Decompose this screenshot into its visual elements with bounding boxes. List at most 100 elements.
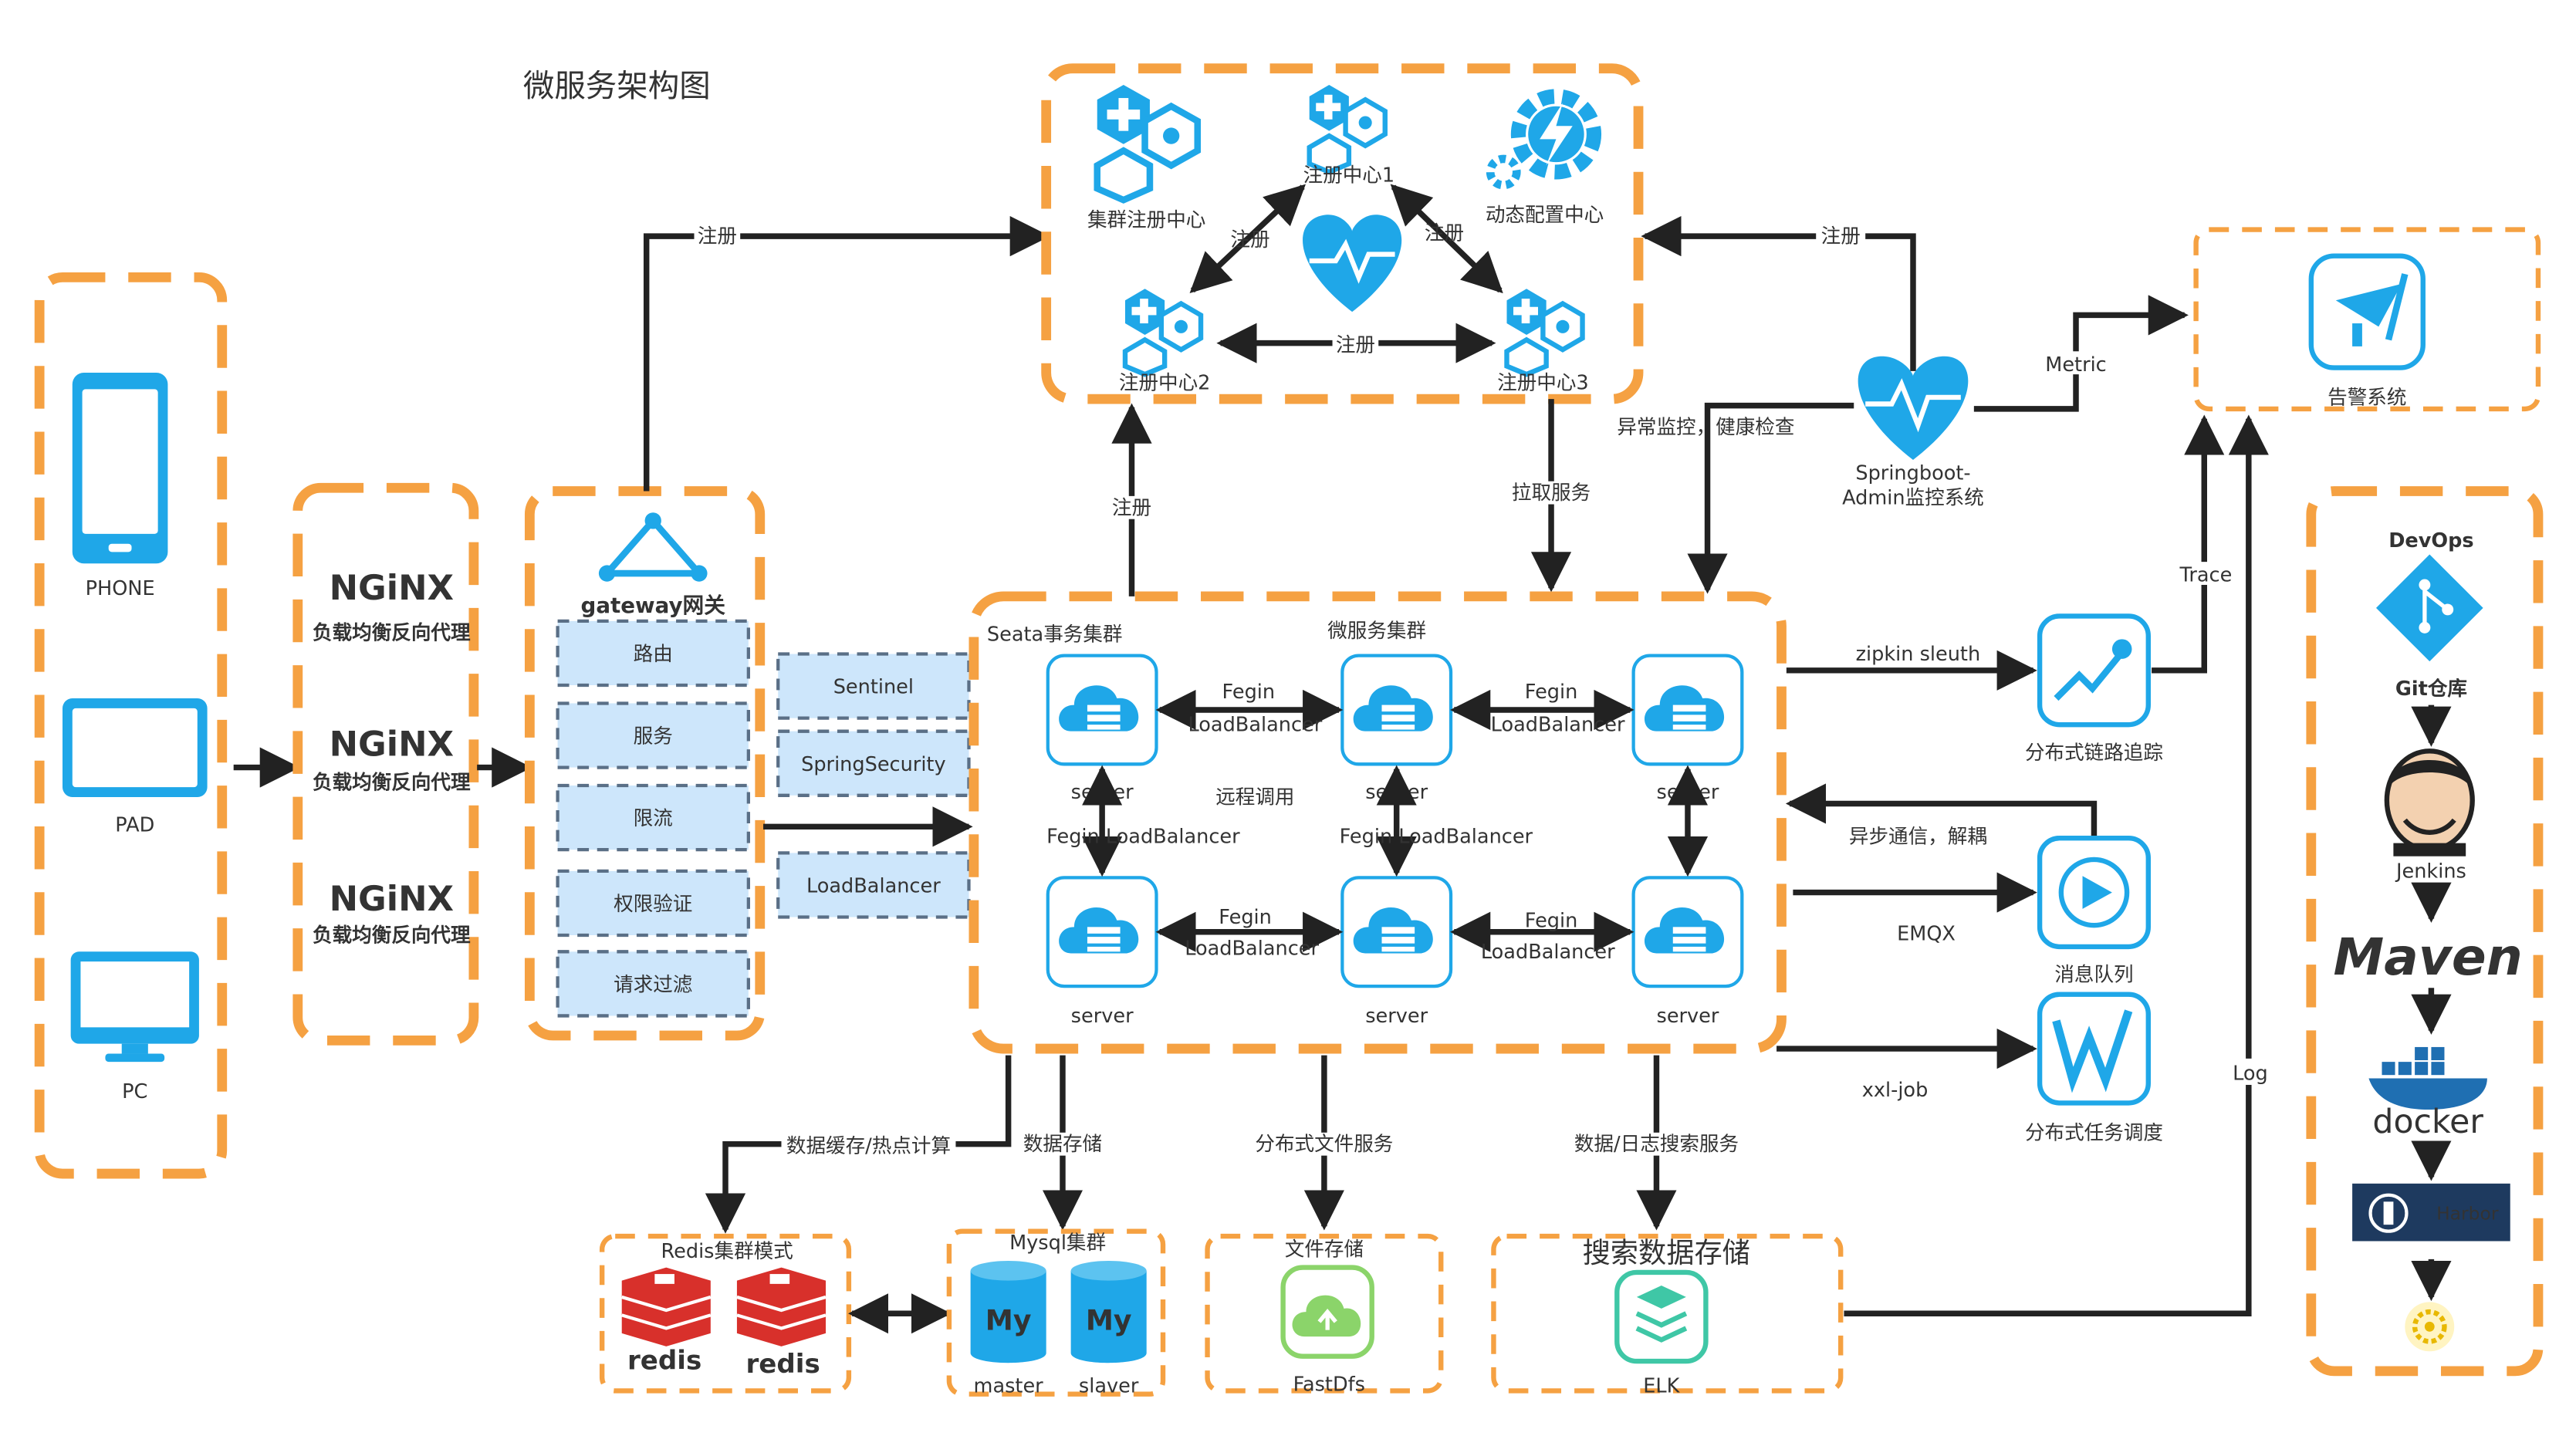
- nginx-logo-2: NGiNX: [330, 724, 454, 765]
- alert-container: [2193, 227, 2541, 412]
- message-queue-icon: [2037, 836, 2151, 950]
- server-label: server: [1657, 1005, 1719, 1028]
- client-pad-label: PAD: [115, 814, 154, 837]
- label-register-2-3: 注册: [1336, 333, 1375, 356]
- label-cache: 数据缓存/热点计算: [786, 1134, 951, 1157]
- client-phone-label: PHONE: [86, 577, 155, 600]
- cluster-label: 微服务集群: [1327, 620, 1426, 643]
- edge-log: [1844, 414, 2269, 1316]
- edge-trace: [2152, 414, 2225, 674]
- elk-icon: [1614, 1269, 1709, 1364]
- mysql-container: [946, 1228, 1166, 1397]
- middleware-security: SpringSecurity: [801, 753, 945, 776]
- docker-icon: [2368, 1046, 2487, 1110]
- devops-title: DevOps: [2388, 529, 2473, 552]
- label-file-service: 分布式文件服务: [1255, 1133, 1393, 1156]
- registry-center1-icon: [1307, 84, 1388, 175]
- server-label: server: [1071, 1005, 1134, 1028]
- edge-admin-register: [1641, 215, 1916, 371]
- fastdfs-label: FastDfs: [1293, 1373, 1365, 1396]
- middleware-security-box: [776, 729, 971, 797]
- admin-label-line1: Springboot-: [1855, 462, 1970, 485]
- redis-label-2: redis: [745, 1349, 820, 1380]
- mysql-slaver-label: slaver: [1079, 1375, 1139, 1398]
- label-loadbalancer: LoadBalancer: [1188, 714, 1322, 737]
- nginx-logo-3: NGiNX: [330, 878, 454, 919]
- label-trace: Trace: [2179, 564, 2232, 587]
- redis-title: Redis集群模式: [661, 1240, 793, 1263]
- job-scheduler-icon: [2037, 992, 2151, 1106]
- tracing-label: 分布式链路追踪: [2025, 742, 2163, 765]
- edge-center1-center3: [1390, 184, 1503, 294]
- label-search-service: 数据/日志搜索服务: [1574, 1133, 1739, 1156]
- label-fegin: Fegin: [1222, 681, 1276, 704]
- label-emqx: EMQX: [1897, 922, 1956, 945]
- gateway-item-service: 服务: [634, 725, 673, 748]
- registry-center3-label: 注册中心3: [1497, 371, 1589, 394]
- client-pc-label: PC: [122, 1080, 147, 1103]
- server-icon: [1340, 654, 1453, 766]
- label-fegin-lb: Fegin LoadBalancer: [1340, 826, 1533, 849]
- nginx-container: [292, 482, 479, 1046]
- label-fegin: Fegin: [1525, 909, 1578, 932]
- label-xxljob: xxl-job: [1862, 1079, 1929, 1102]
- jenkins-label: Jenkins: [2395, 860, 2466, 883]
- label-admin-register: 注册: [1821, 225, 1861, 248]
- label-fegin: Fegin: [1525, 681, 1578, 704]
- label-db-store: 数据存储: [1023, 1133, 1102, 1156]
- label-async: 异步通信，解耦: [1849, 826, 1987, 849]
- edge-center2-center1: [1189, 184, 1306, 294]
- microservice-cluster-container: [969, 591, 1787, 1054]
- elk-label: ELK: [1643, 1375, 1680, 1398]
- server-label: server: [1365, 1005, 1428, 1028]
- gateway-item-ratelimit: 限流: [634, 807, 673, 830]
- harbor-label: Harbor: [2436, 1203, 2499, 1225]
- label-fegin-lb: Fegin LoadBalancer: [1046, 826, 1240, 849]
- jenkins-icon: [2384, 748, 2475, 857]
- registry-center2-label: 注册中心2: [1119, 371, 1211, 394]
- search-storage-title: 搜索数据存储: [1583, 1236, 1750, 1269]
- edge-async: [1785, 783, 2098, 837]
- server-icon: [1340, 876, 1453, 988]
- label-zipkin: zipkin sleuth: [1856, 643, 1981, 666]
- edge-health-check: [1687, 402, 1854, 594]
- server-icon: [1046, 876, 1158, 988]
- middleware-lb-box: [776, 851, 971, 919]
- alert-icon: [2308, 253, 2426, 370]
- gateway-item-filter: 请求过滤: [614, 973, 692, 996]
- harbor-icon: [2352, 1183, 2510, 1242]
- server-icon: [1631, 876, 1744, 988]
- admin-label-line2: Admin监控系统: [1842, 487, 1984, 510]
- label-loadbalancer: LoadBalancer: [1481, 941, 1615, 964]
- deploy-wheel-icon: [2405, 1302, 2455, 1352]
- cluster-registry-icon: [1094, 84, 1202, 204]
- label-loadbalancer: LoadBalancer: [1185, 938, 1319, 961]
- mysql-logo-1: My: [985, 1304, 1032, 1337]
- gateway-items: 路由 服务 限流 权限验证 请求过滤: [556, 619, 750, 1018]
- search-storage-container: [1491, 1233, 1844, 1394]
- clients-container: [34, 272, 228, 1179]
- registry-container: [1041, 63, 1644, 404]
- label-fegin: Fegin: [1219, 906, 1272, 929]
- nginx-logo-1: NGiNX: [330, 567, 454, 608]
- nginx-label-2: 负载均衡反向代理: [313, 771, 471, 794]
- heartbeat-icon: [1303, 215, 1402, 313]
- maven-logo: Maven: [2334, 927, 2523, 987]
- file-storage-container: [1205, 1233, 1444, 1394]
- label-health: 异常监控，健康检查: [1617, 416, 1794, 439]
- seata-label: Seata事务集群: [987, 623, 1123, 646]
- registry-config-label: 动态配置中心: [1486, 204, 1604, 227]
- label-metric: Metric: [2045, 353, 2106, 377]
- fastdfs-icon: [1280, 1265, 1374, 1359]
- label-cluster-register: 注册: [1112, 496, 1151, 519]
- middleware-sentinel: Sentinel: [833, 676, 914, 699]
- nginx-label-3: 负载均衡反向代理: [313, 924, 471, 948]
- middleware-sentinel-box: [776, 652, 971, 720]
- redis-icon: [736, 1267, 827, 1346]
- edge-gateway-register: [643, 215, 1050, 492]
- gateway-icon: [598, 512, 708, 582]
- tracing-icon: [2037, 613, 2151, 728]
- label-loadbalancer: LoadBalancer: [1491, 714, 1625, 737]
- redis-label-1: redis: [627, 1346, 701, 1377]
